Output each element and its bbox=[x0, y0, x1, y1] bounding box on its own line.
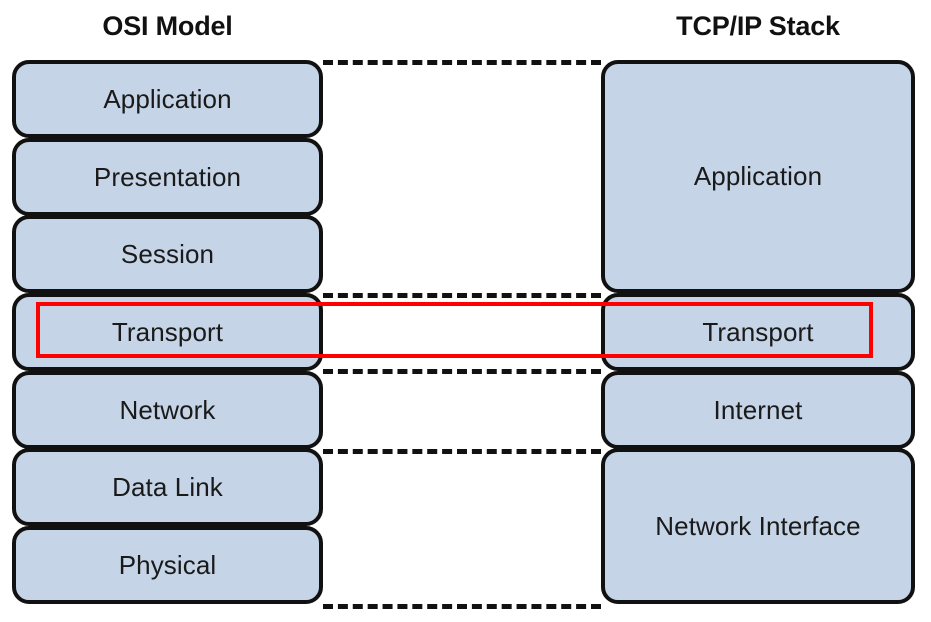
dashed-connector-line-3 bbox=[323, 369, 601, 374]
osi-column-title: OSI Model bbox=[102, 11, 233, 41]
osi-layer-physical[interactable]: Physical bbox=[12, 526, 323, 604]
osi-layer-session[interactable]: Session bbox=[12, 215, 323, 293]
dashed-connector-line-2 bbox=[323, 293, 601, 298]
dashed-connector-line-4 bbox=[323, 449, 601, 454]
osi-layer-data-link[interactable]: Data Link bbox=[12, 448, 323, 526]
osi-layer-application[interactable]: Application bbox=[12, 60, 323, 138]
tcpip-stack: Application Transport Internet Network I… bbox=[601, 60, 915, 604]
osi-layer-network[interactable]: Network bbox=[12, 371, 323, 449]
osi-layer-presentation[interactable]: Presentation bbox=[12, 138, 323, 216]
osi-model-stack: Application Presentation Session Transpo… bbox=[12, 60, 323, 604]
osi-layer-transport[interactable]: Transport bbox=[12, 293, 323, 371]
tcpip-layer-network-interface[interactable]: Network Interface bbox=[601, 448, 915, 604]
dashed-connector-line-5 bbox=[323, 604, 601, 609]
tcpip-column-title: TCP/IP Stack bbox=[676, 11, 840, 41]
tcpip-layer-transport[interactable]: Transport bbox=[601, 293, 915, 371]
dashed-connector-line-1 bbox=[323, 60, 601, 65]
tcpip-layer-application[interactable]: Application bbox=[601, 60, 915, 293]
tcpip-layer-internet[interactable]: Internet bbox=[601, 371, 915, 449]
